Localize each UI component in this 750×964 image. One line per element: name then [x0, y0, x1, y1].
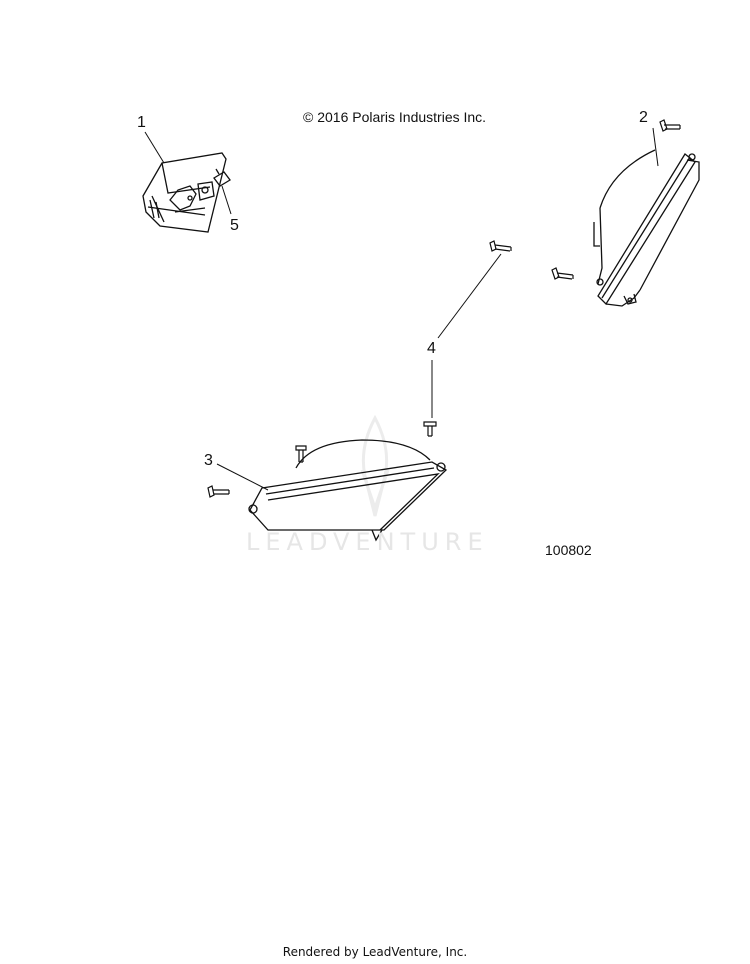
watermark-logo — [360, 414, 390, 517]
screw-center-lower — [423, 421, 437, 437]
callout-2: 2 — [639, 109, 648, 126]
callout-3: 3 — [204, 452, 213, 469]
screw-left-top — [295, 445, 307, 463]
copyright-text: © 2016 Polaris Industries Inc. — [303, 109, 487, 125]
bulb-part-5 — [213, 168, 231, 187]
screw-center-top — [489, 240, 512, 252]
headlight-part-2 — [593, 149, 700, 307]
tail-light-part-1 — [142, 152, 227, 233]
callout-1: 1 — [137, 114, 146, 131]
callout-4: 4 — [427, 340, 436, 357]
headlight-part-3 — [248, 439, 448, 542]
watermark-text: LEADVENTURE — [246, 528, 489, 556]
screw-mid-right — [551, 267, 574, 280]
screw-left-lower — [207, 485, 230, 498]
callout-5: 5 — [230, 217, 239, 234]
leader-lines — [144, 127, 659, 491]
diagram-number: 100802 — [545, 542, 592, 558]
footer-credit: Rendered by LeadVenture, Inc. — [282, 945, 468, 959]
screw-upper-right — [659, 119, 681, 132]
